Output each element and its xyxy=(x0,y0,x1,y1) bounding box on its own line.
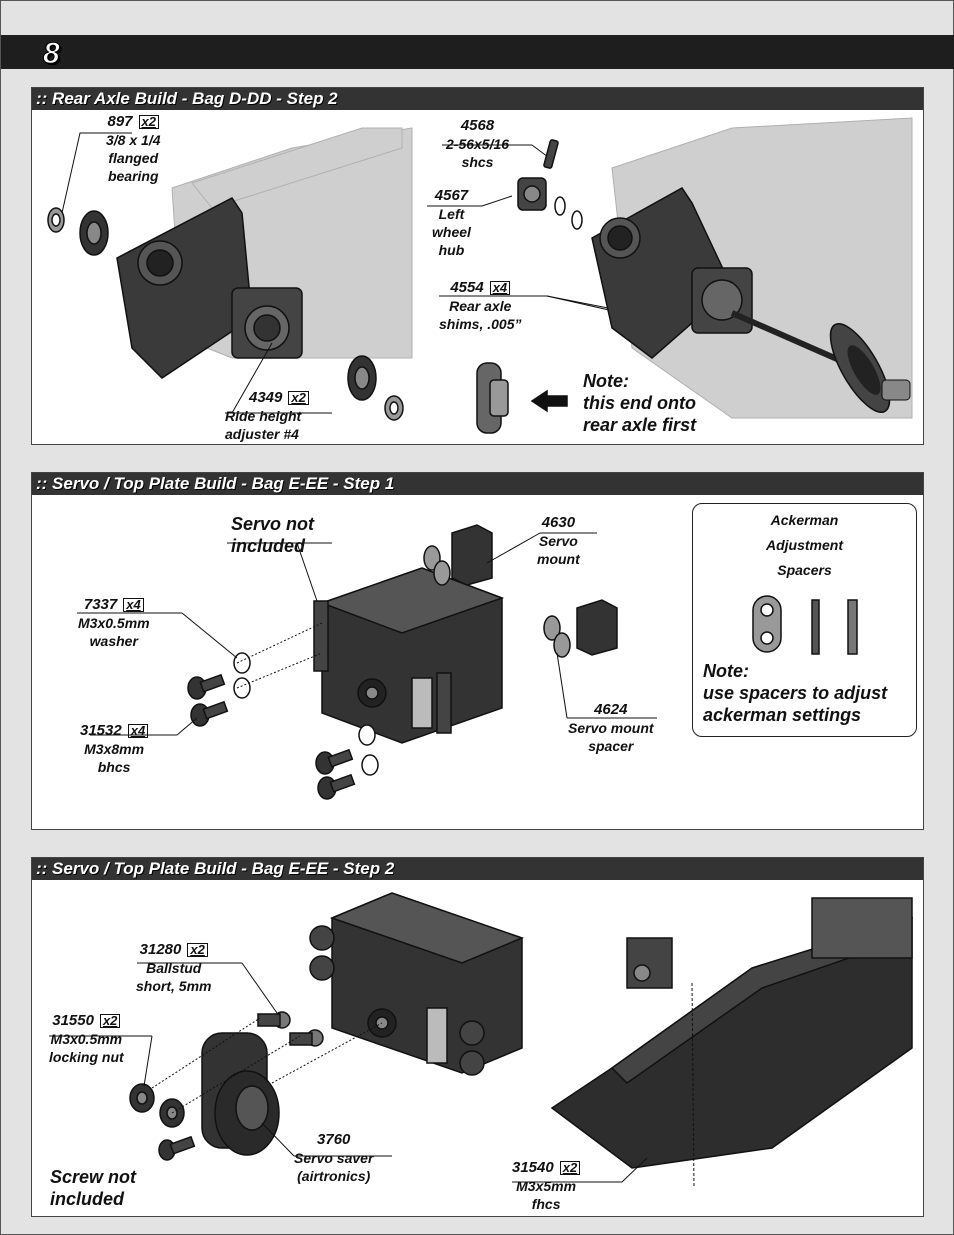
section-title: :: Servo / Top Plate Build - Bag E-EE - … xyxy=(36,859,395,878)
section-header: :: Servo / Top Plate Build - Bag E-EE - … xyxy=(32,473,923,495)
part-3760-label: 3760 Servo saver (airtronics) xyxy=(294,1131,374,1184)
section-title: :: Rear Axle Build - Bag D-DD - Step 2 xyxy=(36,89,338,108)
part-4630-label: 4630 Servo mount xyxy=(537,514,580,567)
screw-not-included-note: Screw not included xyxy=(50,1167,137,1209)
section-header: :: Servo / Top Plate Build - Bag E-EE - … xyxy=(32,858,923,880)
servo-saver-illustration xyxy=(49,892,914,1189)
ackerman-title: Ackerman Adjustment Spacers xyxy=(766,512,843,578)
part-4567-label: 4567 Left wheel hub xyxy=(432,187,471,258)
part-4568-label: 4568 2-56x5/16 shcs xyxy=(446,117,510,170)
section-rear-axle-build: :: Rear Axle Build - Bag D-DD - Step 2 xyxy=(31,87,924,445)
servo-not-included-note: Servo not included xyxy=(231,514,315,556)
section-header: :: Rear Axle Build - Bag D-DD - Step 2 xyxy=(32,88,923,110)
ackerman-note: Note: use spacers to adjust ackerman set… xyxy=(703,661,888,725)
section-servo-build-step1: :: Servo / Top Plate Build - Bag E-EE - … xyxy=(31,472,924,830)
servo-mount-illustration xyxy=(77,524,657,800)
part-4624-label: 4624 Servo mount spacer xyxy=(568,701,654,754)
rear-axle-note: Note: this end onto rear axle first xyxy=(583,371,697,435)
page-number: 8 xyxy=(43,37,61,71)
section-servo-build-step2: :: Servo / Top Plate Build - Bag E-EE - … xyxy=(31,857,924,1217)
section-title: :: Servo / Top Plate Build - Bag E-EE - … xyxy=(36,474,395,493)
page-header-bar xyxy=(1,35,954,69)
ackerman-spacer-icons xyxy=(752,595,858,655)
ackerman-spacers-box: Ackerman Adjustment Spacers Note: use sp… xyxy=(692,503,917,737)
rear-axle-illustration xyxy=(47,117,913,434)
